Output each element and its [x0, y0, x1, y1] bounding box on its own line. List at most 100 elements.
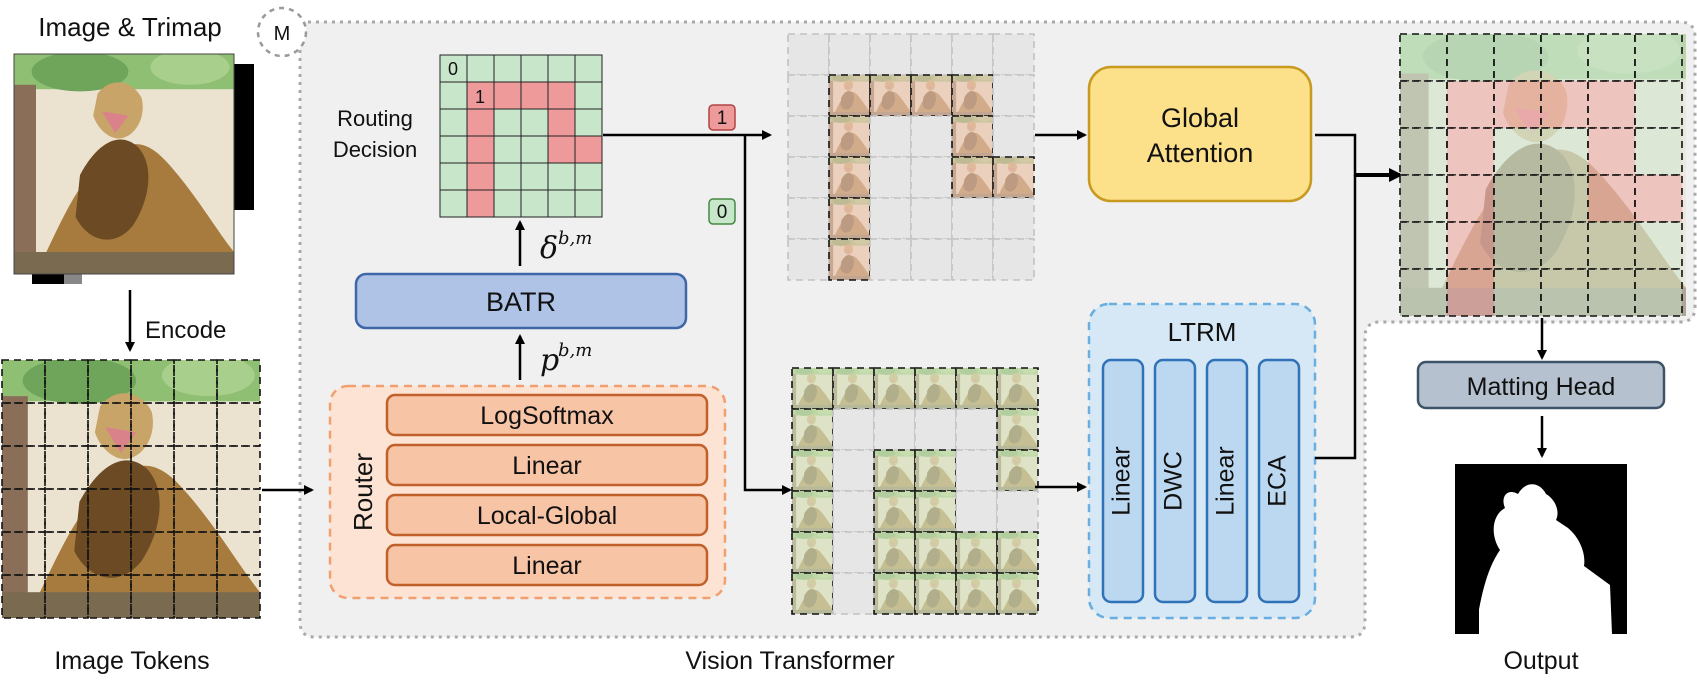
token-photo [915, 532, 956, 573]
routing-cell [439, 108, 468, 137]
routing-cell [547, 54, 576, 83]
output-label: Output [1503, 647, 1578, 675]
token-photo [792, 409, 833, 450]
token-cell-empty [787, 115, 830, 158]
routing-cell [466, 162, 495, 191]
matting-head-block [1416, 360, 1666, 410]
routing-cell [520, 162, 549, 191]
merged-token-tint [1400, 81, 1447, 128]
routing-cell [493, 54, 522, 83]
token-photo [792, 573, 833, 614]
router-layer-box [385, 393, 709, 437]
token-cell-empty [787, 33, 830, 76]
token-cell [216, 445, 261, 490]
routing-cell [547, 189, 576, 218]
token-cell [216, 488, 261, 533]
token-cell-empty [832, 449, 875, 492]
global-attention-label-2: Attention [1147, 138, 1254, 168]
token-cell-empty [951, 197, 994, 240]
merged-token-tint [1541, 175, 1588, 222]
router-layer-label: LogSoftmax [480, 402, 614, 430]
token-photo [915, 573, 956, 614]
routing-cell [493, 162, 522, 191]
routing-cell [547, 108, 576, 137]
token-cell-empty [992, 74, 1035, 117]
merged-token-tint [1635, 222, 1682, 269]
flag-1-badge: 1 [708, 104, 736, 131]
merged-token-tint [1541, 269, 1588, 316]
token-cell-empty [992, 115, 1035, 158]
token-cell-empty [873, 408, 916, 451]
token-photo [956, 573, 997, 614]
token-cell-empty [832, 572, 875, 615]
ltrm-layer-box [1205, 358, 1249, 604]
token-photo [874, 532, 915, 573]
alpha-matte-icon [1455, 464, 1627, 634]
token-photo [997, 368, 1038, 409]
routing-cell [574, 81, 603, 110]
token-photo [829, 239, 870, 280]
routing-cell [493, 189, 522, 218]
router-layer-label: Linear [512, 552, 582, 580]
local-tokens-grid [791, 367, 1039, 615]
p-bm-label: p b,m [540, 340, 592, 378]
merged-token-tint [1494, 175, 1541, 222]
routing-cell [574, 135, 603, 164]
image-tokens-label: Image Tokens [54, 647, 209, 675]
token-photo [874, 573, 915, 614]
merged-token-tint [1400, 175, 1447, 222]
routing-cell [466, 108, 495, 137]
token-photo [792, 450, 833, 491]
token-cell-empty [992, 238, 1035, 281]
merged-token-tint [1588, 34, 1635, 81]
token-cell-empty [869, 156, 912, 199]
token-cell-empty [910, 115, 953, 158]
merged-token-tint [1494, 222, 1541, 269]
token-cell-empty [787, 197, 830, 240]
image-tokens-grid [1, 359, 261, 619]
merged-token-tint [1447, 175, 1494, 222]
merged-token-tint [1635, 175, 1682, 222]
token-cell-empty [955, 408, 998, 451]
routing-cell [466, 81, 495, 110]
merged-token-tint [1400, 222, 1447, 269]
token-cell-empty [955, 490, 998, 533]
merged-token-tint [1447, 269, 1494, 316]
merged-token-tint [1541, 128, 1588, 175]
token-cell-empty [869, 197, 912, 240]
token-photo [874, 368, 915, 409]
delta-superscript: b,m [558, 228, 592, 249]
token-cell [216, 531, 261, 576]
flag-1-label: 1 [717, 108, 728, 129]
merged-token-tint [1494, 269, 1541, 316]
routing-decision-grid [439, 54, 603, 218]
merged-token-tint [1494, 128, 1541, 175]
routing-cell [439, 189, 468, 218]
token-photo [829, 75, 870, 116]
token-photo [997, 409, 1038, 450]
token-photo [952, 116, 993, 157]
token-cell-empty [914, 408, 957, 451]
merged-token-tint [1635, 128, 1682, 175]
ltrm-label: LTRM [1168, 317, 1237, 347]
global-attention-block [1087, 65, 1313, 203]
batr-label: BATR [486, 287, 556, 317]
routing-cell [574, 54, 603, 83]
ltrm-layer-label: ECA [1264, 455, 1292, 507]
token-photo [829, 198, 870, 239]
router-layer-label: Local-Global [477, 502, 617, 530]
routing-cell [520, 54, 549, 83]
routing-cell [493, 108, 522, 137]
routed-tokens-grid [787, 33, 1035, 281]
token-cell-empty [910, 33, 953, 76]
merged-token-tint [1400, 128, 1447, 175]
routing-cell [520, 135, 549, 164]
token-cell-empty [787, 156, 830, 199]
local-branch-arrow [743, 135, 792, 495]
router-layer-box [385, 543, 709, 587]
routing-cell [547, 135, 576, 164]
router-layer-box [385, 493, 709, 537]
token-photo [997, 573, 1038, 614]
